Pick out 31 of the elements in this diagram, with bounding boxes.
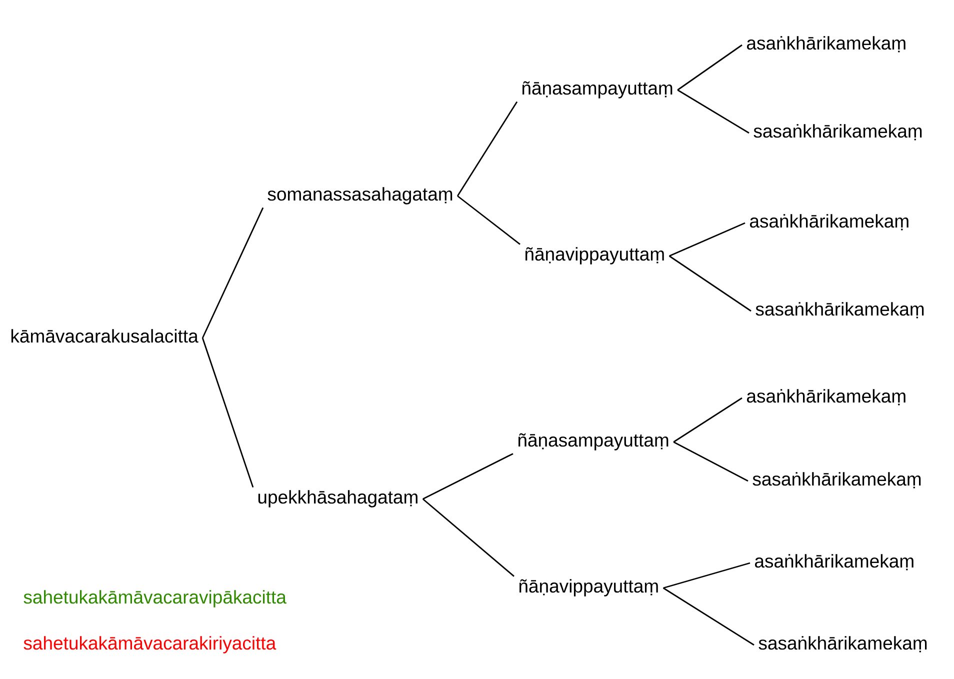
note: sahetukakāmāvacaravipākacitta (24, 590, 286, 608)
node-label: somanassasahagataṃ (268, 187, 452, 204)
node-label: sasaṅkhārikamekaṃ (754, 124, 922, 140)
branch-line (668, 255, 752, 312)
branch-line (669, 222, 746, 257)
branch-line (456, 101, 518, 196)
node-label: asaṅkhārikamekaṃ (746, 36, 906, 52)
branch-line (677, 89, 750, 134)
node-label: upekkhāsahagataṃ (258, 490, 418, 508)
node-label: kāmāvacarakusalacitta (11, 329, 198, 343)
node-label: asaṅkhārikamekaṃ (754, 554, 914, 570)
note: sahetukakāmāvacarakiriyacitta (24, 636, 276, 654)
branch-line (422, 453, 514, 500)
node-label: sasaṅkhārikamekaṃ (752, 472, 921, 488)
branch-line (202, 207, 264, 338)
branch-line (673, 441, 748, 482)
node-label: sasaṅkhārikamekaṃ (756, 302, 924, 318)
node-label: ñāṇasampayuttaṃ (522, 81, 672, 98)
node-label: ñāṇasampayuttaṃ (518, 433, 668, 450)
node-label: ñāṇavippayuttaṃ (525, 247, 664, 264)
branch-line (202, 338, 254, 488)
branch-line (663, 562, 750, 589)
branch-line (677, 44, 742, 91)
branch-line (662, 587, 754, 646)
branch-line (422, 498, 514, 577)
node-label: ñāṇavippayuttaṃ (519, 579, 658, 596)
branch-line (457, 195, 520, 245)
node-label: sasaṅkhārikamekaṃ (758, 636, 927, 652)
node-label: asaṅkhārikamekaṃ (750, 214, 908, 230)
node-label: asaṅkhārikamekaṃ (746, 389, 906, 406)
branch-line (673, 397, 742, 443)
